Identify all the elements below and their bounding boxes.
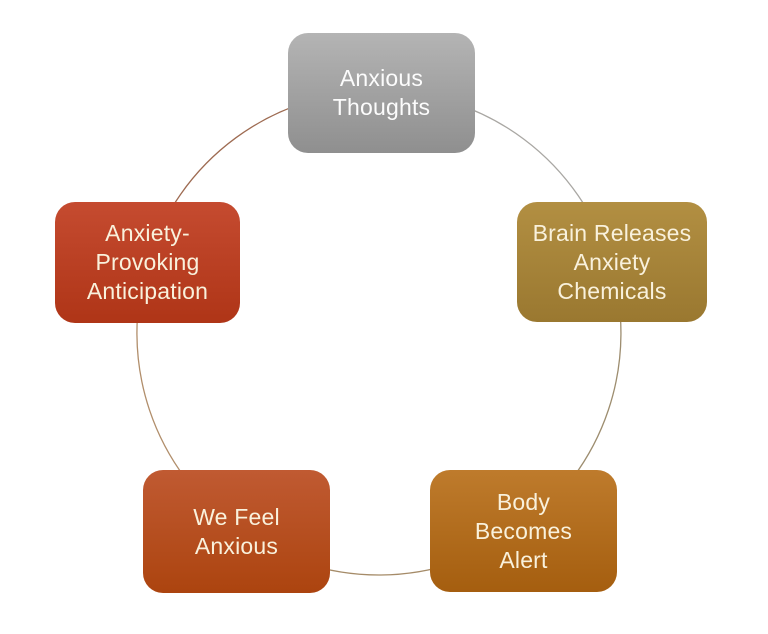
node-body-becomes-alert: Body Becomes Alert <box>430 470 617 592</box>
node-label: Anxiety- Provoking Anticipation <box>86 220 209 304</box>
node-label: Anxious Thoughts <box>332 65 431 120</box>
node-we-feel-anxious: We Feel Anxious <box>143 470 330 593</box>
node-brain-releases-anxiety-chemicals: Brain Releases Anxiety Chemicals <box>517 202 707 322</box>
node-label: We Feel Anxious <box>193 503 280 559</box>
node-anxiety-provoking-anticipation: Anxiety- Provoking Anticipation <box>55 202 240 323</box>
node-anxious-thoughts: Anxious Thoughts <box>288 33 475 153</box>
node-label: Body Becomes Alert <box>474 488 573 573</box>
node-label: Brain Releases Anxiety Chemicals <box>532 219 692 304</box>
